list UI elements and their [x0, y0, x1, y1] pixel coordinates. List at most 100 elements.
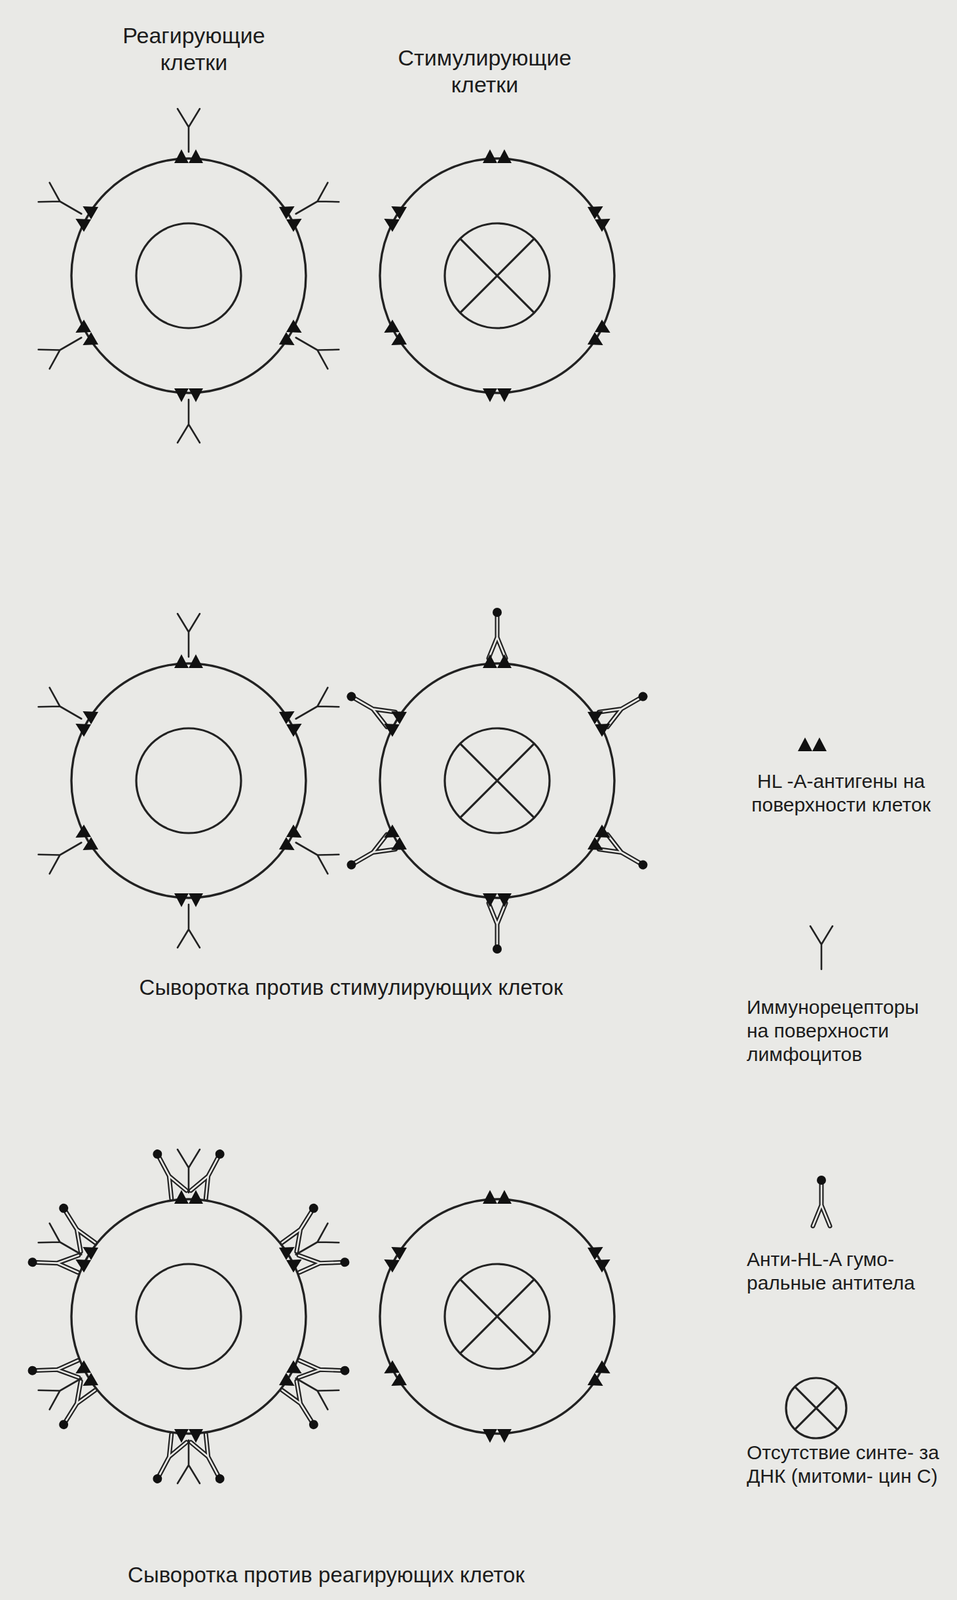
antibody-symbol	[488, 903, 506, 946]
antibody-symbol	[57, 1201, 71, 1215]
antibody-symbol	[58, 1381, 95, 1427]
legend-antigen	[797, 737, 827, 752]
antibody-pair	[27, 1253, 79, 1273]
antigen-symbol	[279, 319, 306, 352]
antigen-site	[265, 1337, 357, 1438]
receptor-symbol	[290, 182, 339, 224]
antibody-pair	[298, 1360, 350, 1380]
antigen-symbol	[72, 704, 99, 737]
nucleus-cross	[794, 1386, 838, 1430]
antibody-pair	[298, 1253, 350, 1273]
antibody-pair	[148, 1146, 187, 1199]
antibody-symbol	[350, 834, 395, 871]
legend-text: Анти-HL-A гумо- ральные антитела	[746, 1247, 944, 1295]
antigen-site	[482, 1190, 512, 1204]
antigen-symbol	[482, 149, 512, 164]
antibody-symbol	[307, 1201, 320, 1215]
legend-text: HL -A-антигены на поверхности клеток	[732, 769, 950, 817]
antibody-symbol	[27, 1257, 37, 1267]
antibody-symbol	[282, 1207, 319, 1252]
antigen-site	[587, 319, 614, 352]
antigen-symbol	[482, 654, 512, 669]
nucleus	[136, 1264, 242, 1370]
antigen-symbol	[72, 824, 99, 857]
antigen-symbol	[587, 1360, 614, 1393]
antigen-site	[482, 607, 512, 669]
receptor-symbol	[177, 108, 200, 152]
antibody-symbol	[488, 616, 506, 659]
receptor-symbol	[290, 687, 339, 729]
antigen-site	[20, 1196, 113, 1296]
receptor-symbol	[290, 833, 339, 874]
antigen-site	[279, 319, 341, 373]
antigen-site	[174, 388, 204, 443]
antibody-symbol	[36, 1254, 79, 1273]
antigen-symbol	[380, 319, 407, 352]
antigen-symbol	[72, 319, 99, 352]
antigen-symbol	[587, 1240, 614, 1273]
column-header: Реагирующие клетки	[112, 22, 276, 76]
column-header: Стимулирующие клетки	[389, 44, 580, 99]
antibody-symbol	[339, 1257, 350, 1267]
antigen-symbol	[72, 1360, 99, 1393]
antibody-symbol	[298, 1360, 342, 1379]
antigen-symbol	[174, 1190, 204, 1204]
antigen-symbol	[380, 199, 407, 232]
receptor-symbol	[38, 182, 88, 224]
antigen-site	[587, 1360, 614, 1393]
antigen-site	[380, 1240, 407, 1273]
antibody-pair	[27, 1360, 79, 1380]
nucleus	[786, 1378, 847, 1439]
antigen-symbol	[380, 1240, 407, 1273]
antibody-symbol	[307, 1418, 320, 1432]
receptor-symbol	[177, 613, 200, 657]
antibody-symbol	[636, 690, 650, 703]
antibody-symbol	[213, 1148, 226, 1161]
antigen-symbol	[482, 893, 512, 908]
antigen-symbol	[72, 1240, 99, 1273]
antigen-site	[279, 824, 341, 878]
antibody-symbol	[350, 691, 395, 728]
antibody-symbol	[350, 834, 395, 871]
antigen-symbol	[174, 654, 204, 669]
antibody-symbol	[492, 944, 502, 954]
antigen-site	[482, 149, 512, 164]
antibody-symbol	[282, 1381, 319, 1427]
antigen-symbol	[279, 199, 306, 232]
antibody-symbol	[58, 1207, 95, 1252]
antigen-symbol	[174, 1429, 204, 1444]
antibody-symbol	[58, 1207, 95, 1252]
antigen-symbol	[380, 704, 407, 737]
antigen-site	[339, 681, 407, 737]
antigen-site	[587, 824, 655, 880]
antibody-symbol	[57, 1418, 71, 1432]
legend-text: Иммунорецепторы на поверхности лимфоцито…	[746, 995, 944, 1067]
antigen-symbol	[72, 199, 99, 232]
antigen-site	[339, 824, 407, 880]
legend-antibody	[812, 1175, 830, 1227]
antigen-site	[174, 893, 204, 948]
receptor-symbol	[38, 328, 88, 369]
cell-membrane	[379, 158, 615, 394]
antibody-symbol	[598, 834, 644, 871]
antigen-site	[36, 179, 99, 232]
nucleus	[444, 223, 550, 329]
legend-text: Отсутствие синте- за ДНК (митоми- цин С)	[746, 1441, 944, 1489]
cell-membrane	[379, 663, 615, 899]
antibody-pair	[190, 1434, 230, 1487]
antibody-symbol	[298, 1254, 342, 1273]
antigen-symbol	[380, 824, 407, 857]
row-caption: Сыворотка против реагирующих клеток	[127, 1562, 525, 1589]
antigen-site	[36, 684, 99, 737]
antigen-site	[279, 179, 341, 232]
antibody-symbol	[282, 1381, 319, 1427]
antibody-pair	[148, 1434, 187, 1487]
antigen-site	[148, 1429, 230, 1487]
antibody-symbol	[598, 691, 644, 728]
antigen-site	[279, 684, 341, 737]
nucleus	[444, 1264, 550, 1370]
antigen-symbol	[797, 737, 827, 752]
antigen-symbol	[279, 704, 306, 737]
antigen-site	[587, 199, 614, 232]
antigen-site	[174, 108, 204, 164]
